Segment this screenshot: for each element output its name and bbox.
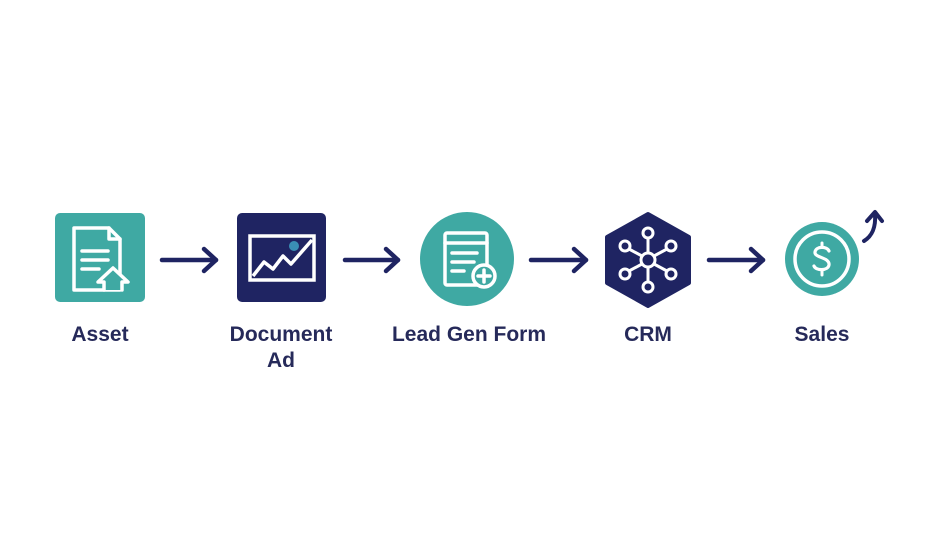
form-add-icon <box>443 231 497 289</box>
arrow-2 <box>342 246 401 274</box>
dollar-coin-icon <box>793 230 851 288</box>
step-label: Lead Gen Form <box>392 323 546 346</box>
chart-image-icon <box>248 234 316 282</box>
step-lead-gen-form: Lead Gen Form <box>392 212 546 346</box>
step-label-line2: Ad <box>267 349 295 372</box>
step-crm: CRM <box>605 212 691 346</box>
step-label: CRM <box>624 323 672 346</box>
step-document-ad: Document Ad <box>230 213 333 372</box>
arrow-1 <box>159 246 219 274</box>
arrow-4 <box>706 246 766 274</box>
step-label-line1: Document <box>230 323 333 346</box>
step-sales: Sales <box>785 210 884 346</box>
step-label: Sales <box>795 323 850 346</box>
arrow-3 <box>528 246 589 274</box>
step-label: Asset <box>71 323 128 346</box>
crm-hexagon-tile <box>605 212 691 308</box>
document-upload-icon <box>72 226 130 292</box>
growth-arrow-icon <box>862 210 884 243</box>
step-asset: Asset <box>55 213 145 346</box>
lead-form-tile <box>420 212 514 306</box>
network-hub-icon <box>618 226 678 294</box>
